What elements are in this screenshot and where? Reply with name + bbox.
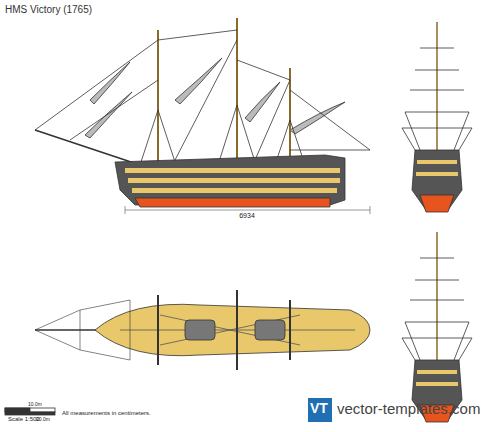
dimension-value: 6934: [239, 212, 255, 220]
scale-mark: 10.0m: [28, 402, 42, 408]
drawing-title: HMS Victory (1765): [5, 4, 92, 15]
website-name: vector-templates.com: [337, 401, 480, 418]
scale-label: Scale 1:500: [8, 416, 40, 423]
units-note: All measurements in centimeters.: [62, 410, 151, 417]
scale-mark: 20.0m: [36, 417, 50, 423]
logo-mark: VT: [310, 401, 328, 416]
